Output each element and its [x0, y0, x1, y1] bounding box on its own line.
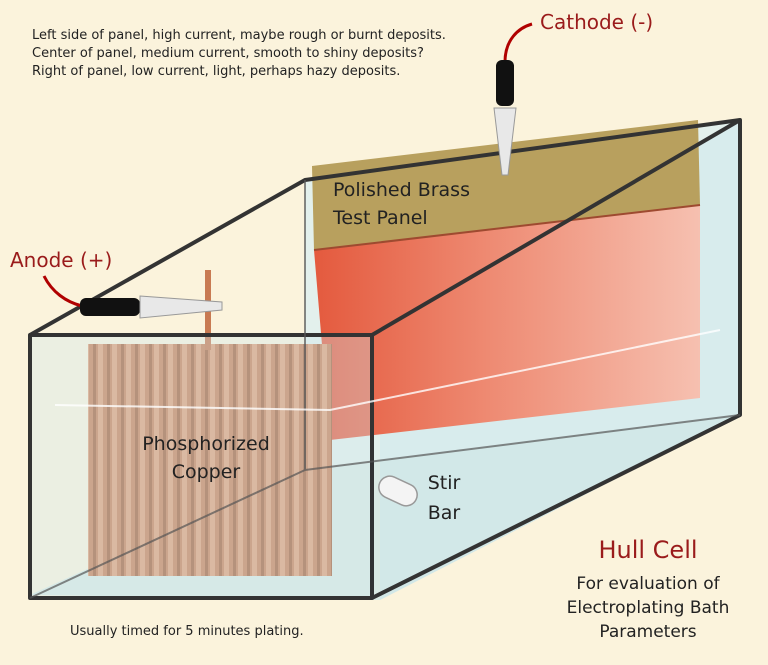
current-distribution-notes: Left side of panel, high current, maybe … — [32, 27, 452, 81]
stir-bar — [378, 475, 418, 507]
test-panel-label-line1: Polished Brass — [333, 179, 470, 201]
anode-clip-handle — [80, 298, 140, 316]
copper-anode-label: Phosphorized Copper — [136, 430, 276, 486]
cathode-label: Cathode (-) — [540, 10, 654, 34]
diagram-title: Hull Cell — [598, 536, 698, 564]
tank-outline — [28, 118, 742, 600]
footer-note: Usually timed for 5 minutes plating. — [70, 624, 304, 639]
copper-label-line1: Phosphorized — [142, 433, 270, 455]
copper-anode-plate — [88, 344, 332, 576]
test-panel-label: Polished Brass Test Panel — [333, 176, 470, 232]
stir-label-line2: Bar — [427, 502, 461, 524]
subtitle-line2: Electroplating Bath — [566, 598, 730, 618]
subtitle-line3: Parameters — [599, 622, 697, 642]
tank-front-face — [30, 335, 372, 598]
cathode-wire — [503, 22, 533, 63]
water-line — [54, 329, 721, 412]
brass-test-panel — [312, 120, 700, 250]
anode-clip-tip — [139, 295, 223, 319]
subtitle-line1: For evaluation of — [576, 574, 720, 594]
stir-bar-label: Stir Bar — [419, 468, 469, 528]
cathode-clip-handle — [496, 60, 514, 106]
stir-label-line1: Stir — [427, 472, 461, 494]
test-panel-label-line2: Test Panel — [333, 207, 428, 229]
note-left-side: Left side of panel, high current, maybe … — [32, 28, 446, 43]
note-center: Center of panel, medium current, smooth … — [32, 46, 424, 61]
copper-label-line2: Copper — [171, 461, 241, 483]
anode-wire — [42, 275, 83, 308]
note-right-side: Right of panel, low current, light, perh… — [32, 64, 401, 79]
cathode-clip-tip — [493, 107, 517, 176]
diagram-subtitle: For evaluation of Electroplating Bath Pa… — [533, 572, 763, 644]
anode-label: Anode (+) — [10, 248, 113, 272]
plating-deposit — [314, 205, 700, 440]
